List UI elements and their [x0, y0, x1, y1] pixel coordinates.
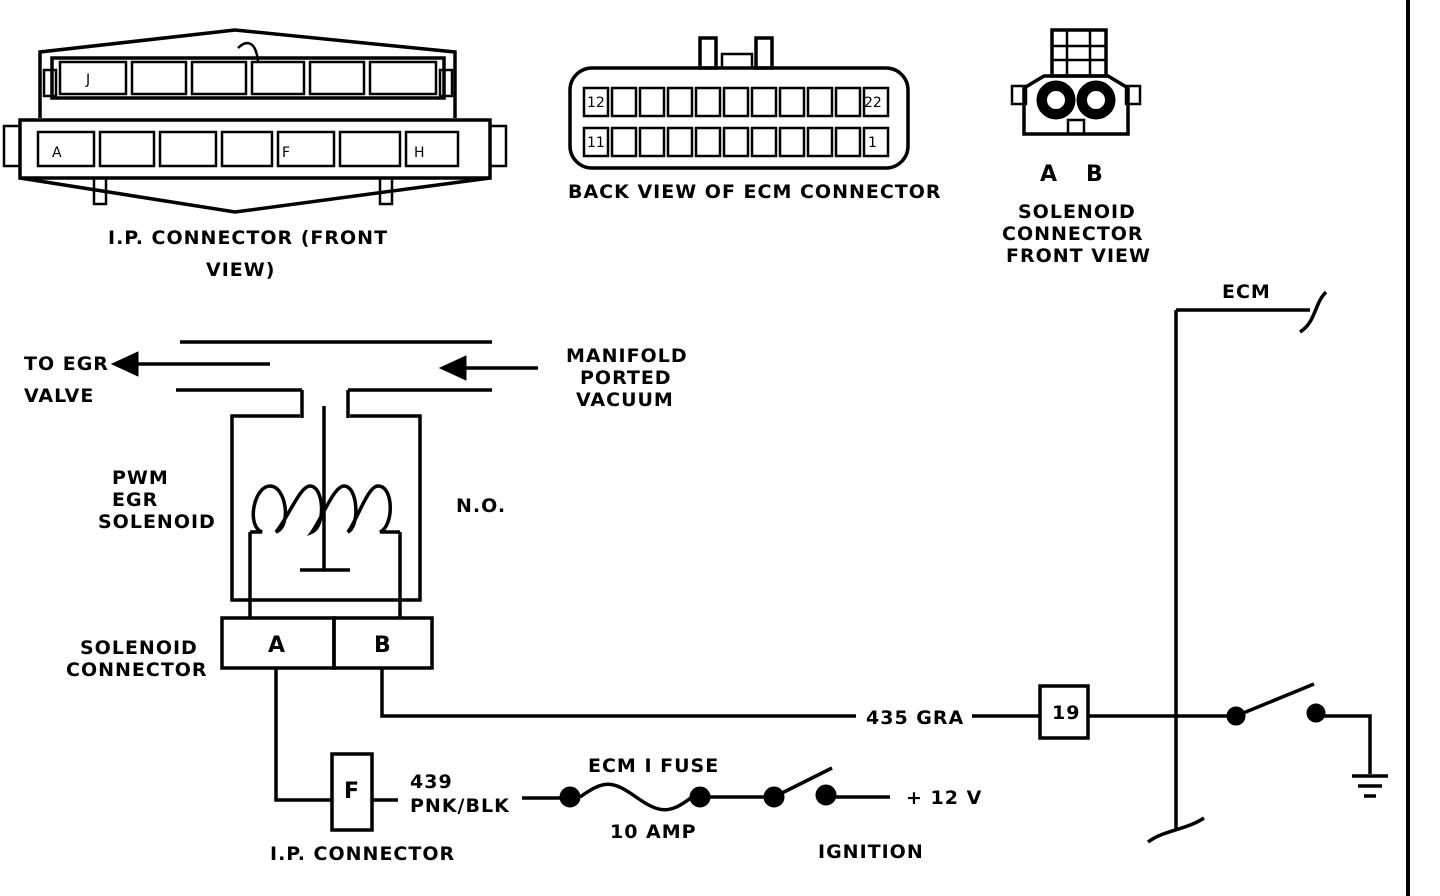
- ecm-cavity: [610, 86, 638, 118]
- ip-connector-f-label: F: [344, 779, 359, 804]
- ecm-cavity: [834, 126, 862, 158]
- supply-label: + 12 V: [906, 787, 982, 809]
- solenoid-view-label-2: CONNECTOR: [1002, 223, 1144, 245]
- ecm-driver-switch: [1226, 682, 1372, 774]
- ecm-pin-19-box: [1038, 684, 1090, 740]
- normally-open-label: N.O.: [456, 495, 506, 517]
- ecm-cavity: [778, 86, 806, 118]
- ip-front-label-line-2: VIEW): [206, 259, 275, 281]
- ground-icon: [1352, 774, 1388, 798]
- manifold-label-3: VACUUM: [576, 389, 674, 411]
- solenoid-connector: [220, 616, 434, 670]
- ecm-cavity: [862, 126, 890, 158]
- ip-pin-a: A: [52, 145, 62, 161]
- wire-435-gra: [380, 668, 1236, 718]
- ecm-cavity: [610, 126, 638, 158]
- ecm-cavity: [862, 86, 890, 118]
- ecm-pin-11: 11: [587, 135, 605, 151]
- ecm-cavity: [834, 86, 862, 118]
- pwm-label-2: EGR: [112, 489, 158, 511]
- ip-connector-front-view: J A F H: [2, 28, 508, 214]
- ecm-cavity: [638, 86, 666, 118]
- ecm-pin-19-label: 19: [1052, 702, 1080, 724]
- solenoid-connector-pin-a: A: [268, 633, 285, 658]
- solenoid-connector-label-1: SOLENOID: [80, 637, 198, 659]
- ecm-cavity: [582, 126, 610, 158]
- ecm-cavity: [666, 86, 694, 118]
- ip-pin-h: H: [414, 145, 425, 161]
- ecm-connector-back-view: 12 22 11 1: [568, 36, 910, 170]
- solenoid-connector-pin-b: B: [374, 633, 391, 658]
- fuse-rating-label: 10 AMP: [610, 821, 697, 843]
- solenoid-connector-label-2: CONNECTOR: [66, 659, 208, 681]
- solenoid-connector-front-view: [1010, 28, 1142, 136]
- ecm-cavity: [806, 86, 834, 118]
- ecm-cavity: [806, 126, 834, 158]
- ecm-cavity: [582, 86, 610, 118]
- ecm-label: ECM: [1222, 281, 1271, 303]
- ip-pin-j: J: [85, 72, 90, 88]
- wire-435-label: 435 GRA: [866, 707, 964, 729]
- fuse-name-label: ECM I FUSE: [588, 755, 719, 777]
- ecm-pin-22: 22: [864, 95, 882, 111]
- pwm-egr-solenoid: [230, 406, 422, 618]
- vacuum-passage: [176, 340, 492, 418]
- manifold-label-2: PORTED: [580, 367, 672, 389]
- ecm-pin-1: 1: [868, 135, 877, 151]
- ecm-back-label: BACK VIEW OF ECM CONNECTOR: [568, 181, 942, 203]
- ecm-cavity: [722, 126, 750, 158]
- solenoid-view-label-3: FRONT VIEW: [1006, 245, 1151, 267]
- ecm-cavity: [750, 86, 778, 118]
- ecm-cavity: [666, 126, 694, 158]
- ignition-label: IGNITION: [818, 841, 924, 863]
- ignition-switch: [763, 766, 890, 808]
- solenoid-view-pin-a: A: [1040, 162, 1057, 187]
- ecm-cavity: [722, 86, 750, 118]
- manifold-label-1: MANIFOLD: [566, 345, 688, 367]
- ip-connector-f-box: [330, 752, 374, 832]
- ecm-box-edge: [1146, 290, 1328, 844]
- wire-439-label-2: PNK/BLK: [410, 795, 510, 817]
- ecm-fuse: [522, 782, 774, 812]
- to-egr-label-2: VALVE: [24, 385, 94, 407]
- ecm-cavity: [750, 126, 778, 158]
- manifold-flow-arrow: [438, 355, 538, 381]
- ip-pin-f: F: [282, 145, 290, 161]
- ecm-cavity: [638, 126, 666, 158]
- pwm-label-1: PWM: [112, 467, 169, 489]
- ip-front-label-line-1: I.P. CONNECTOR (FRONT: [108, 227, 388, 249]
- ecm-cavity: [694, 126, 722, 158]
- ecm-cavity: [778, 126, 806, 158]
- wire-439-label-1: 439: [410, 771, 453, 793]
- egr-flow-arrow: [110, 351, 270, 377]
- wire-to-ip-connector: [274, 668, 332, 802]
- ecm-cavity: [694, 86, 722, 118]
- pwm-label-3: SOLENOID: [98, 511, 216, 533]
- ecm-pin-12: 12: [587, 95, 605, 111]
- solenoid-view-label-1: SOLENOID: [1018, 201, 1136, 223]
- ip-connector-label: I.P. CONNECTOR: [270, 843, 455, 865]
- solenoid-view-pin-b: B: [1086, 162, 1103, 187]
- to-egr-label-1: TO EGR: [24, 353, 109, 375]
